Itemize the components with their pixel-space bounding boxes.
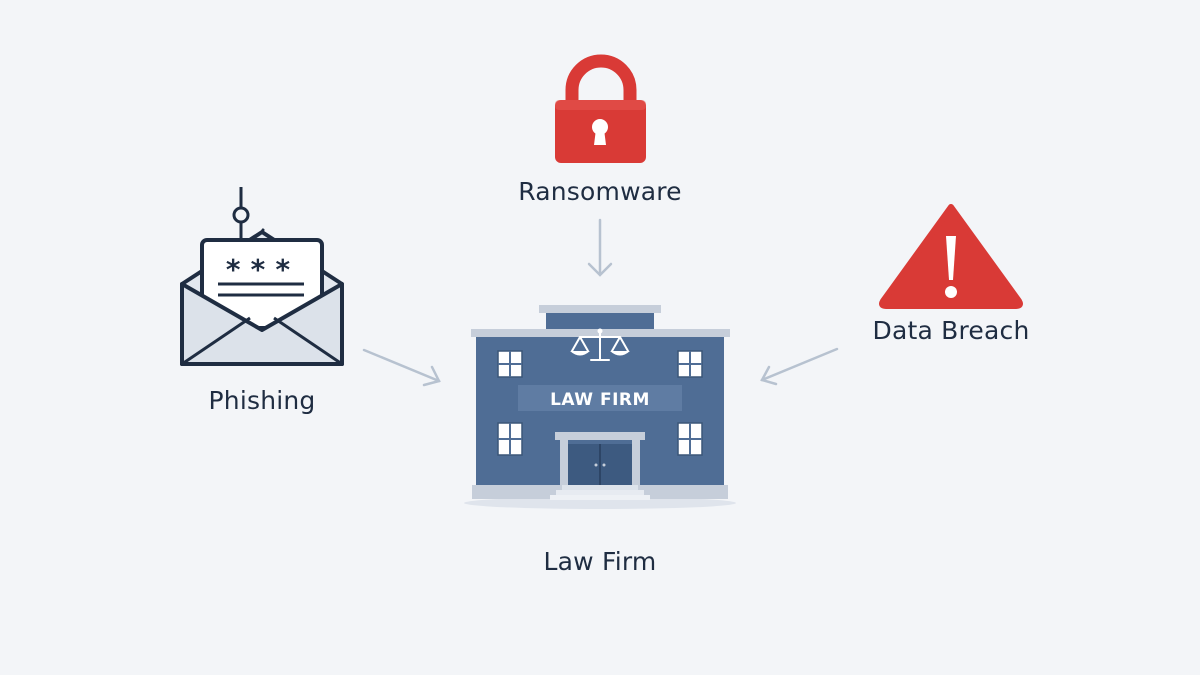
building-sign-text: LAW FIRM [550, 390, 650, 410]
ransomware-label: Ransomware [518, 177, 682, 206]
arrow-phishing-to-firm [362, 348, 441, 387]
arrow-ransomware-to-firm [587, 218, 613, 277]
phishing-envelope-icon [180, 187, 344, 366]
law-firm-building-icon [464, 305, 736, 509]
arrow-breach-to-firm [760, 347, 839, 386]
padlock-icon [555, 54, 646, 163]
warning-triangle-icon [879, 204, 1023, 309]
password-mask-text: *** [225, 253, 300, 286]
law-firm-label: Law Firm [543, 547, 657, 576]
phishing-label: Phishing [208, 386, 316, 415]
data-breach-label: Data Breach [872, 316, 1030, 345]
